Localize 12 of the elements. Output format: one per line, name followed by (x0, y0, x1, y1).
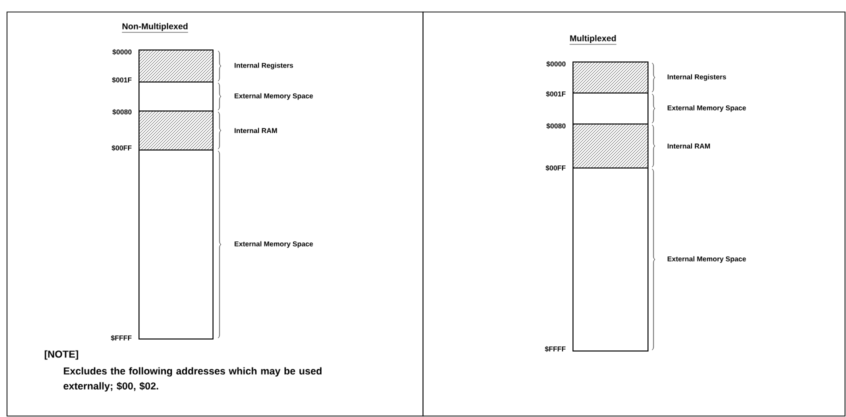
memory-segment (138, 110, 214, 150)
memory-segment (572, 124, 648, 168)
memory-segment (572, 92, 648, 124)
memory-segment (572, 168, 648, 352)
memory-segment (138, 150, 214, 340)
memory-segment (138, 50, 214, 82)
memory-segment (572, 62, 648, 94)
note-text: Excludes the following addresses which may be used externally; $00, $02. (64, 367, 322, 392)
memory-segment (138, 82, 214, 112)
panel-title: Non-Multiplexed (122, 23, 188, 33)
note-heading: [NOTE] (44, 350, 78, 360)
panel-title: Multiplexed (569, 35, 617, 45)
